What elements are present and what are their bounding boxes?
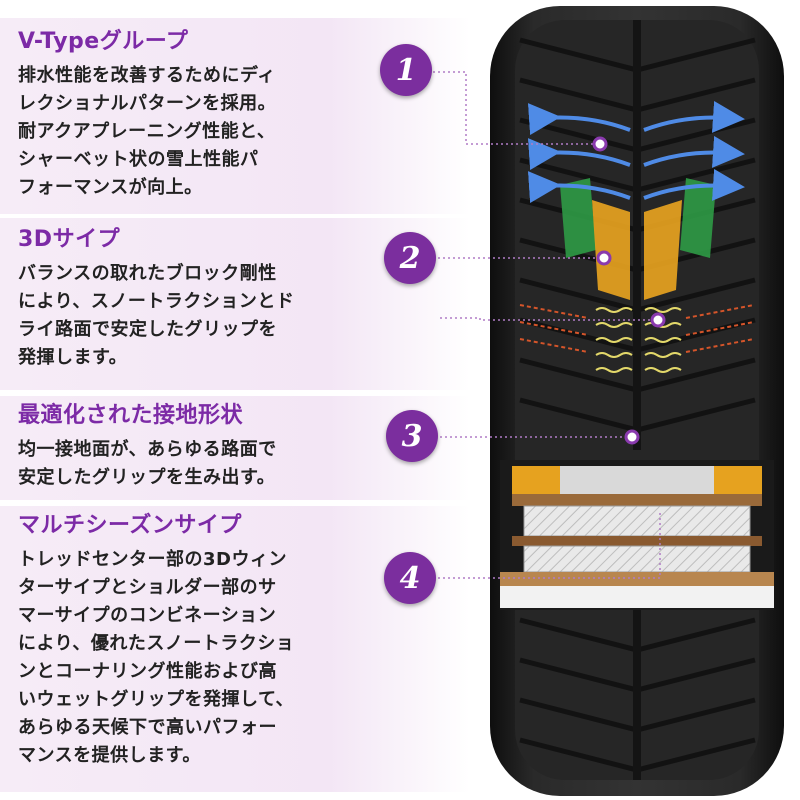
section-1-body: 排水性能を改善するためにディ レクショナルパターンを採用。 耐アクアプレーニング… xyxy=(18,65,277,198)
section-4-title: マルチシーズンサイプ xyxy=(18,513,242,538)
number-badge-1: 1 xyxy=(380,44,432,96)
water-flow-arrows xyxy=(527,100,745,204)
number-badge-3: 3 xyxy=(386,410,438,462)
number-badge-2: 2 xyxy=(384,232,436,284)
orange-blocks xyxy=(592,200,682,300)
green-blocks xyxy=(560,178,716,258)
section-1: V-Typeグループ 排水性能を改善するためにディ レクショナルパターンを採用。… xyxy=(18,28,418,202)
marker-dots xyxy=(592,136,666,445)
shoulder-sipes xyxy=(519,304,755,353)
section-3-title: 最適化された接地形状 xyxy=(18,403,244,428)
tire-cross-section xyxy=(500,460,774,610)
section-4: マルチシーズンサイプ トレッドセンター部の3Dウィン ターサイプとショルダー部の… xyxy=(18,512,418,770)
section-4-body: トレッドセンター部の3Dウィン ターサイプとショルダー部のサ マーサイプのコンビ… xyxy=(18,549,295,766)
yellow-sipes xyxy=(595,307,682,373)
section-2-title: 3Dサイプ xyxy=(18,227,121,252)
section-1-title: V-Typeグループ xyxy=(18,29,189,54)
number-badge-4: 4 xyxy=(384,552,436,604)
section-2-body: バランスの取れたブロック剛性 により、スノートラクションとド ライ路面で安定した… xyxy=(18,263,295,368)
section-band-4 xyxy=(0,506,470,792)
section-3-body: 均一接地面が、あらゆる路面で 安定したグリップを生み出す。 xyxy=(18,439,277,488)
section-2: 3Dサイプ バランスの取れたブロック剛性 により、スノートラクションとド ライ路… xyxy=(18,226,418,372)
section-3: 最適化された接地形状 均一接地面が、あらゆる路面で 安定したグリップを生み出す。 xyxy=(18,402,418,492)
leader-lines xyxy=(428,71,661,579)
